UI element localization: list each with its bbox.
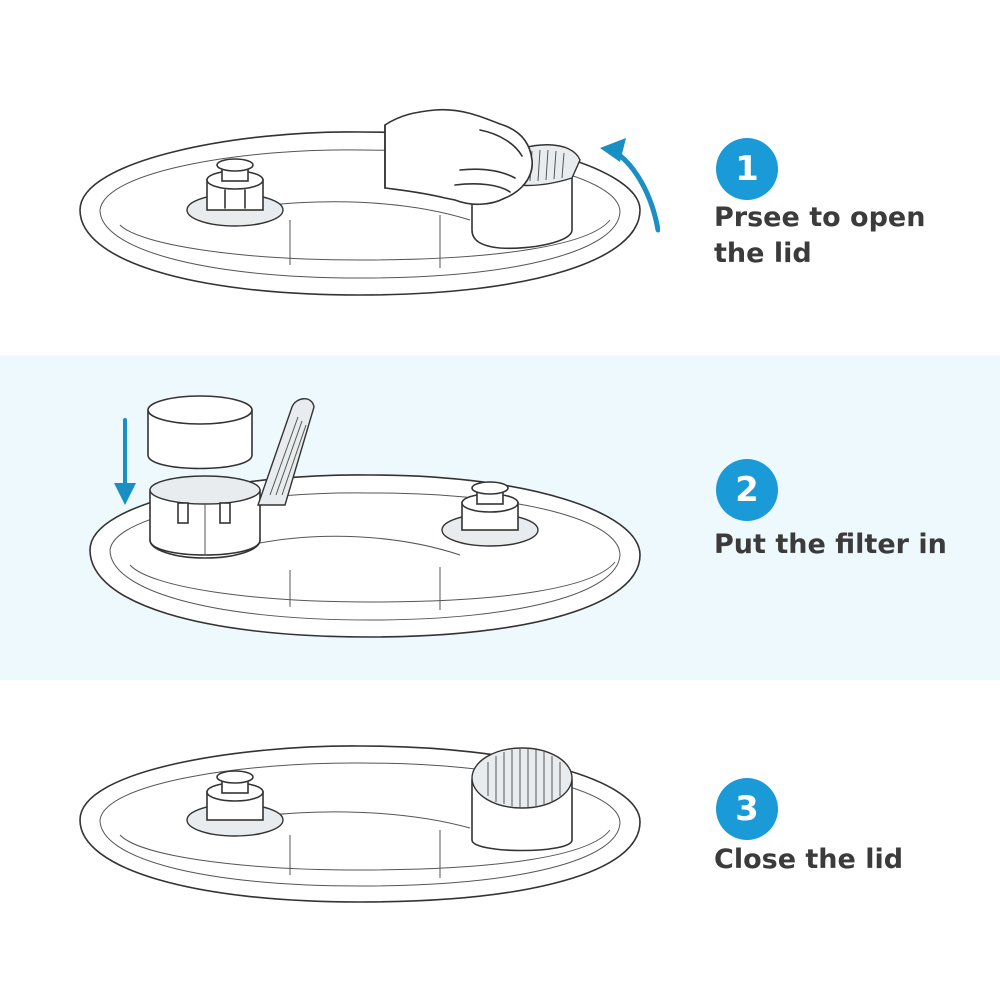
step-1-caption-line1: Prsee to open <box>714 202 926 233</box>
step-3-caption-line1: Close the lid <box>714 844 904 875</box>
step-2-caption: Put the filter in <box>714 527 984 563</box>
step-1-caption: Prsee to open the lid <box>714 200 984 272</box>
pump-post <box>186 770 284 837</box>
step-2-number-badge: 2 <box>716 459 778 521</box>
step-1: 1 Prsee to open the lid <box>0 20 1000 350</box>
hand-icon <box>384 108 533 206</box>
pump-post <box>441 481 539 547</box>
step-3: 3 Close the lid <box>0 670 1000 1000</box>
filter-lid-open <box>257 398 315 506</box>
step-2-illustration <box>89 395 641 638</box>
filter-box-open <box>149 475 261 559</box>
step-2: 2 Put the filter in <box>0 355 1000 685</box>
step-1-caption-line2: the lid <box>714 238 812 269</box>
pump-post <box>186 158 284 227</box>
step-1-number-badge: 1 <box>716 138 778 200</box>
step-3-number-badge: 3 <box>716 778 778 840</box>
step-3-illustration <box>79 745 641 903</box>
step-1-illustration <box>79 108 660 296</box>
step-2-caption-line1: Put the filter in <box>714 529 947 560</box>
filter-cartridge <box>147 395 253 470</box>
arrow-down-icon <box>114 418 136 505</box>
curved-arrow-up-icon <box>600 138 660 233</box>
filter-box-closed <box>471 747 573 852</box>
step-3-caption: Close the lid <box>714 842 984 878</box>
